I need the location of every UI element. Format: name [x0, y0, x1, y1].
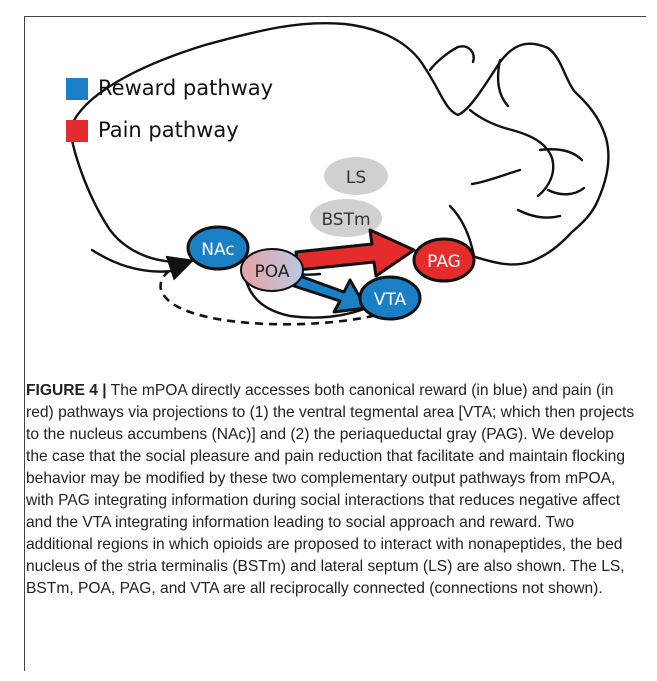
- pain-legend-item: Pain pathway: [98, 118, 239, 142]
- bstm-label: BSTm: [321, 210, 370, 230]
- reward-legend-label: Reward pathway: [98, 76, 273, 100]
- caption-text: The mPOA directly accesses both canonica…: [26, 382, 634, 597]
- poa-to-pag-arrow: [296, 230, 414, 276]
- nac-label: NAc: [201, 240, 234, 260]
- pain-legend-label: Pain pathway: [98, 118, 239, 142]
- figure-label: FIGURE 4 |: [26, 382, 107, 399]
- brain-diagram: LS BSTm NAc PAG VTA POA: [0, 0, 657, 360]
- poa-label: POA: [255, 262, 290, 282]
- pag-label: PAG: [427, 252, 461, 272]
- ls-label: LS: [346, 168, 366, 188]
- pain-legend-swatch: [66, 120, 88, 142]
- vta-label: VTA: [374, 290, 407, 310]
- reward-legend-item: Reward pathway: [98, 76, 273, 100]
- poa-to-vta-arrow: [294, 276, 366, 312]
- reward-legend-swatch: [66, 78, 88, 100]
- figure-caption: FIGURE 4 | The mPOA directly accesses bo…: [26, 380, 638, 600]
